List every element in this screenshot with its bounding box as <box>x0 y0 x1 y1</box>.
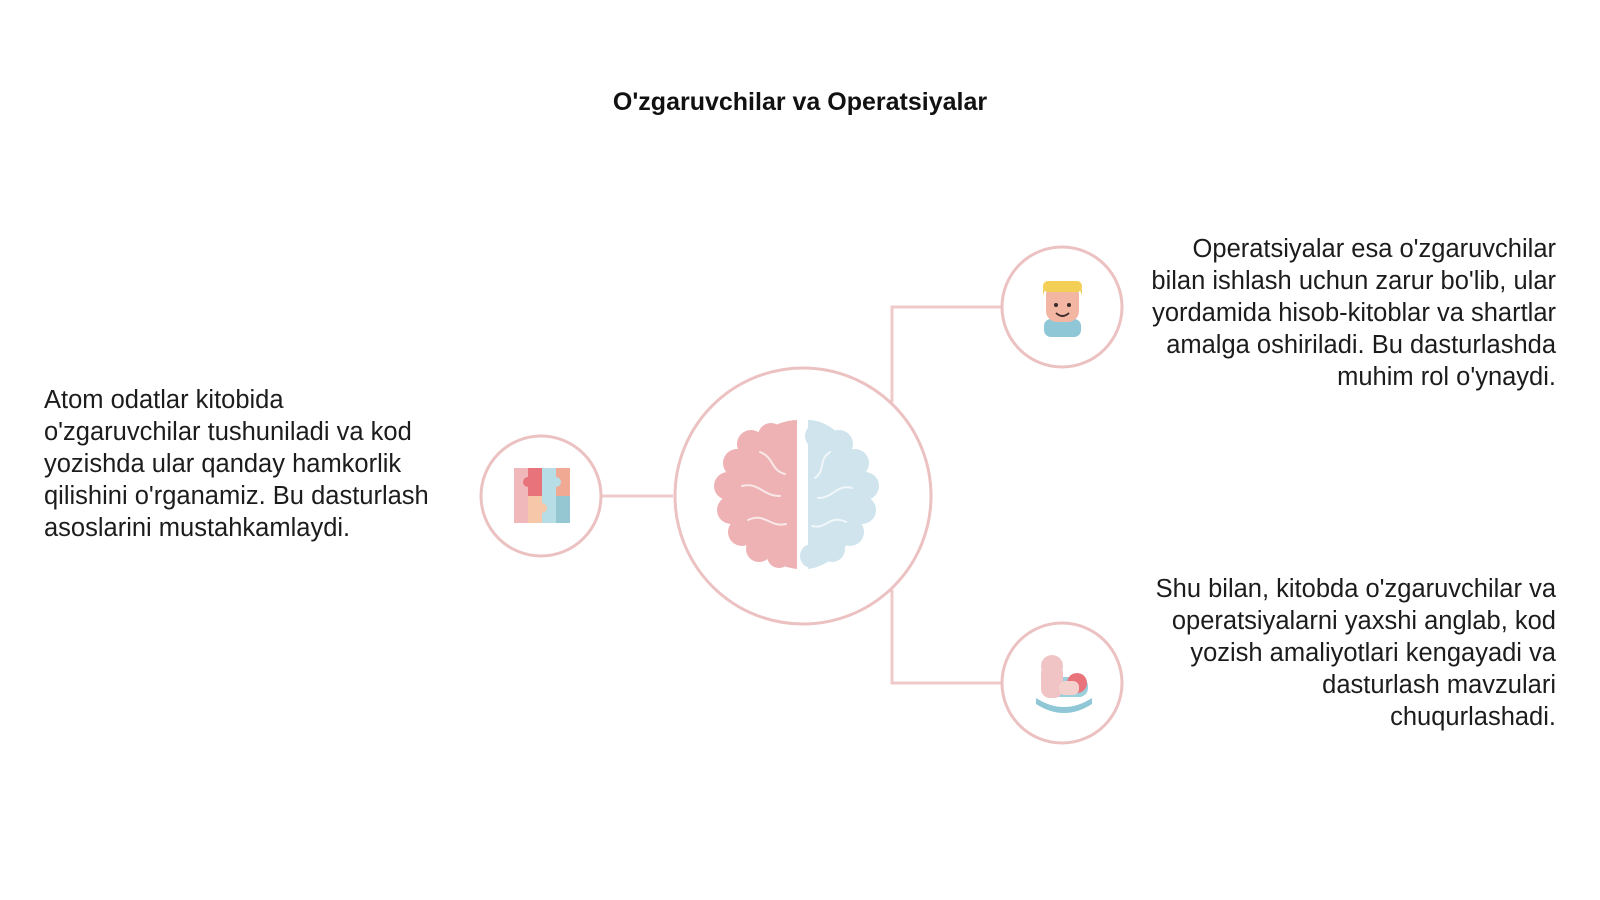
hub-node <box>673 366 933 626</box>
connector-lines <box>601 305 1002 685</box>
connector-right-bottom <box>890 590 1002 685</box>
node-left-text: Atom odatlar kitobida o'zgaruvchilar tus… <box>44 386 429 542</box>
rocking-horse-icon <box>1036 655 1092 713</box>
hub-ring <box>673 366 933 626</box>
node-right-bottom-text: Shu bilan, kitobda o'zgaruvchilar va ope… <box>1155 575 1556 731</box>
node-left <box>479 434 603 558</box>
node-right-bottom <box>1000 621 1124 745</box>
person-icon <box>1043 281 1082 337</box>
connector-right-top <box>890 305 1002 402</box>
node-right-top-text: Operatsiyalar esa o'zgaruvchilar bilan i… <box>1151 235 1556 391</box>
puzzle-icon <box>514 468 570 523</box>
page-title: O'zgaruvchilar va Operatsiyalar <box>612 88 988 116</box>
brain-icon <box>714 420 879 569</box>
node-right-top <box>1000 245 1124 369</box>
